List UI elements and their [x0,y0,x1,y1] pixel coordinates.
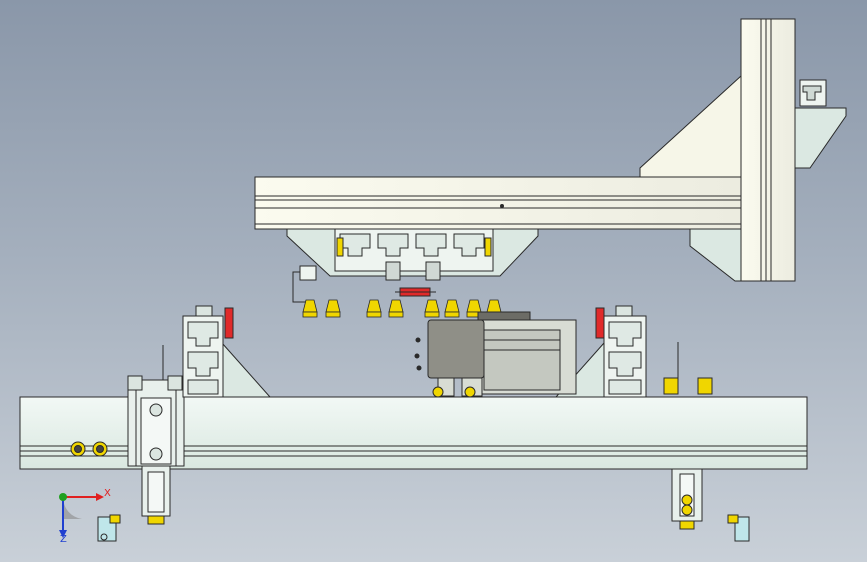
gripper-head[interactable] [286,228,539,281]
gusset-plate[interactable] [639,74,742,178]
right-cylinder[interactable] [663,342,713,530]
vertical-column[interactable] [740,18,796,282]
right-clamp-block[interactable] [554,305,647,398]
triad-x-label: X [104,488,111,499]
suction-cups [302,299,502,318]
hose-connector [299,265,317,281]
sensor-block [97,514,750,542]
upper-arm[interactable] [254,176,742,230]
pneumatic-fitting [70,441,108,457]
red-handle[interactable] [224,307,234,339]
triad-z-label: Z [60,534,67,545]
air-hose [292,271,313,303]
motor[interactable] [414,311,577,398]
column-bracket[interactable] [794,79,847,169]
column-foot-bracket[interactable] [689,228,742,282]
red-handle-right[interactable] [595,307,605,339]
left-clamp-block[interactable] [182,305,272,398]
coordinate-triad-icon [59,493,104,538]
left-cylinder[interactable] [127,345,185,525]
red-indicator [395,287,436,297]
